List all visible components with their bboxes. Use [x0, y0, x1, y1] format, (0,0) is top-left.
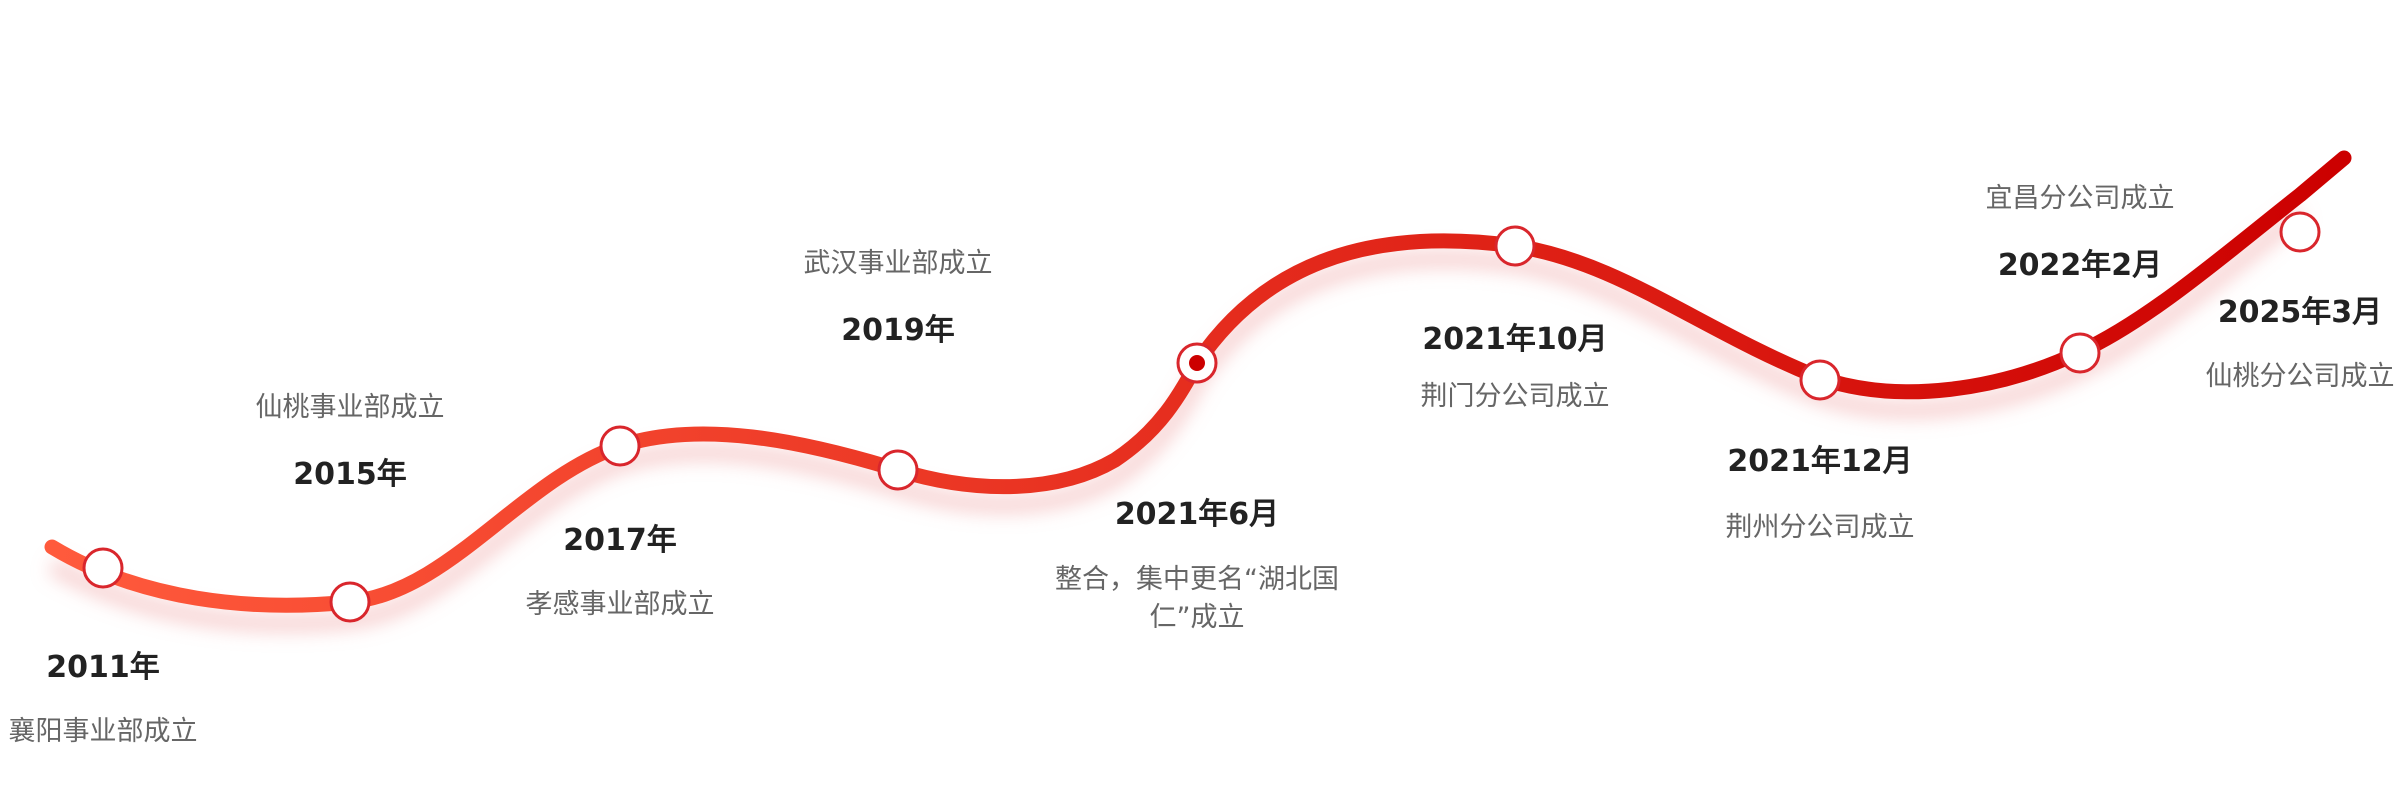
- milestone-node[interactable]: [329, 581, 371, 623]
- milestone-description: 孝感事业部成立: [525, 589, 715, 620]
- milestone-description: 宜昌分公司成立: [1985, 183, 2175, 214]
- milestone-year: 2019年: [841, 313, 955, 348]
- milestone-node[interactable]: [1494, 225, 1536, 267]
- milestone-description: 襄阳事业部成立: [8, 716, 198, 747]
- milestone-description: 武汉事业部成立: [803, 248, 993, 279]
- milestone-year: 2011年: [46, 650, 160, 685]
- milestone-active-dot: [1189, 355, 1205, 371]
- milestone-description: 荆门分公司成立: [1420, 381, 1610, 412]
- milestone-year: 2015年: [293, 457, 407, 492]
- milestone-node[interactable]: [2059, 332, 2101, 374]
- milestone-node[interactable]: [2279, 211, 2321, 253]
- milestone-year: 2021年10月: [1422, 322, 1608, 357]
- timeline-curve: [44, 150, 2352, 613]
- milestone-node[interactable]: [599, 425, 641, 467]
- milestone-year: 2022年2月: [1997, 248, 2163, 283]
- milestone-description: 荆州分公司成立: [1725, 512, 1915, 543]
- milestone-description: 仙桃分公司成立: [2205, 361, 2395, 392]
- milestone-year: 2017年: [563, 523, 677, 558]
- milestone-year: 2021年12月: [1727, 444, 1913, 479]
- milestone-year: 2021年6月: [1114, 497, 1280, 532]
- timeline-curve-shadow: [47, 205, 2306, 633]
- milestone-node[interactable]: [877, 449, 919, 491]
- milestone-node[interactable]: [82, 547, 124, 589]
- milestone-year: 2025年3月: [2217, 295, 2383, 330]
- milestone-description: 整合，集中更名“湖北国仁”成立: [1055, 564, 1339, 633]
- milestone-description: 仙桃事业部成立: [255, 392, 445, 423]
- milestone-node[interactable]: [1799, 359, 1841, 401]
